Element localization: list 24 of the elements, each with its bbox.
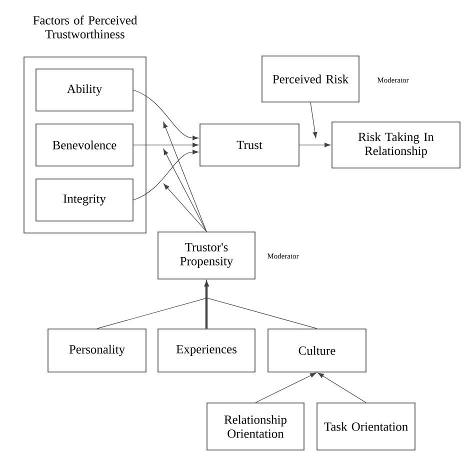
arrow <box>163 122 207 232</box>
arrow <box>164 184 207 232</box>
arrow <box>133 90 199 140</box>
factor-box: Relationship Orientation <box>206 402 304 450</box>
arrow <box>163 148 207 232</box>
factor-box: Perceived Risk <box>262 56 360 102</box>
arrow <box>318 372 366 403</box>
factor-box: Trust <box>200 124 300 166</box>
arrow <box>299 142 331 148</box>
node-label: Factors of Perceived Trustworthiness <box>33 16 138 38</box>
factor-box: Personality <box>48 328 146 372</box>
arrow <box>133 150 199 200</box>
factor-box: Task Orientation <box>316 402 416 450</box>
arrow <box>133 142 199 148</box>
factor-box: Integrity <box>36 178 134 222</box>
arrow <box>204 280 318 329</box>
factor-box: Ability <box>36 68 134 112</box>
arrow <box>310 102 318 138</box>
arrow <box>255 372 316 403</box>
factor-box: Culture <box>268 328 366 372</box>
factor-box: Trustor's Propensity <box>158 232 256 280</box>
factor-box: Risk Taking In Relationship <box>332 122 460 168</box>
factor-box: Experiences <box>158 328 256 372</box>
factor-box: Benevolence <box>36 124 134 166</box>
